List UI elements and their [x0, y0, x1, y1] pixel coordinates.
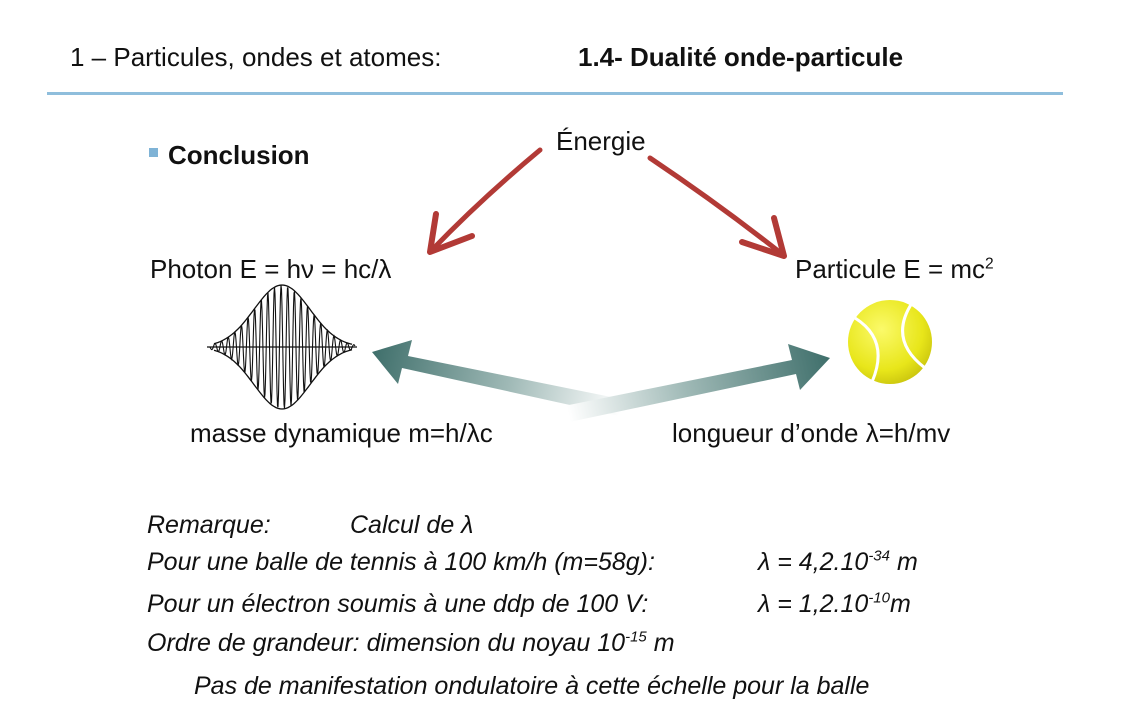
- chapter-title: 1 – Particules, ondes et atomes:: [70, 42, 442, 72]
- section-title: 1.4- Dualité onde-particule: [578, 42, 904, 72]
- photon-label: Photon E = hν = hc/λ: [150, 254, 392, 284]
- wave-envelope: [213, 284, 353, 410]
- tennis-value: λ = 4,2.10-34 m: [758, 547, 918, 576]
- particle-to-photon-arrow: [372, 340, 626, 416]
- wavelength-label: longueur d’onde λ=h/mv: [672, 418, 951, 448]
- electron-line: Pour un électron soumis à une ddp de 100…: [147, 590, 649, 618]
- tennis-ball-icon: [848, 300, 932, 384]
- conclusion-heading: Conclusion: [168, 140, 310, 170]
- tennis-line: Pour une balle de tennis à 100 km/h (m=5…: [147, 548, 655, 576]
- wave-packet-icon: [207, 284, 357, 410]
- header-divider: [47, 92, 1063, 95]
- order-of-magnitude-line: Ordre de grandeur: dimension du noyau 10…: [147, 628, 675, 657]
- dynamic-mass-label: masse dynamique m=h/λc: [190, 418, 493, 448]
- energy-to-particle-arrow: [647, 155, 787, 259]
- remark-calc: Calcul de λ: [350, 511, 474, 539]
- energy-to-photon-arrow: [427, 147, 543, 255]
- particle-label: Particule E = mc2: [795, 254, 994, 284]
- electron-value: λ = 1,2.10-10m: [758, 589, 911, 618]
- conclusion-line: Pas de manifestation ondulatoire à cette…: [194, 672, 870, 700]
- energy-label: Énergie: [556, 126, 646, 156]
- remark-title: Remarque:: [147, 511, 271, 539]
- photon-to-particle-arrow: [554, 344, 830, 424]
- bullet-icon: [149, 148, 158, 157]
